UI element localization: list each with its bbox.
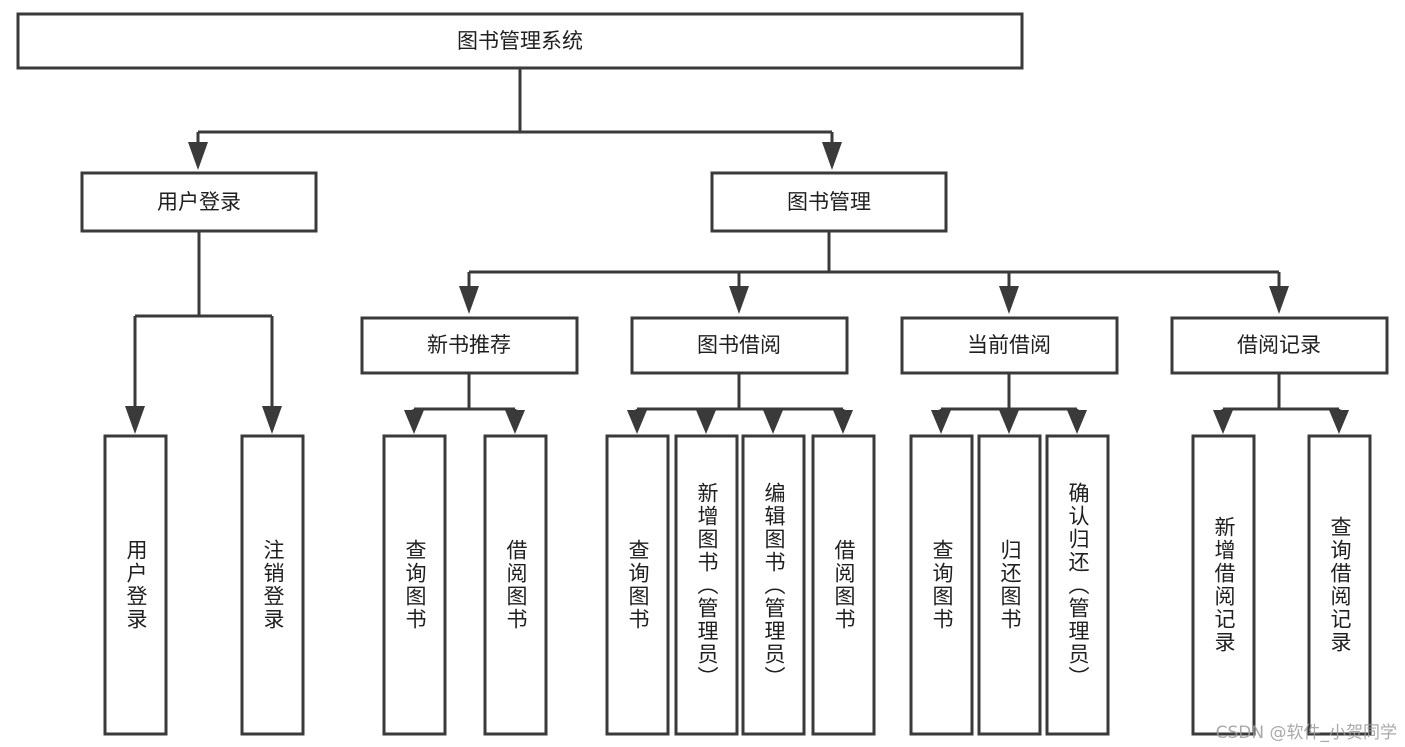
leaf-box-borrow-book-2[interactable] — [811, 434, 876, 736]
node-book-borrow-label: 图书借阅 — [697, 333, 781, 357]
arrow-to-leaf-add-record — [1213, 410, 1233, 434]
node-user-login-label: 用户登录 — [157, 190, 241, 214]
node-new-book-recommend-label: 新书推荐 — [427, 333, 511, 357]
arrow-to-leaf-borrow-book-2 — [833, 410, 853, 434]
node-new-book-recommend-box[interactable] — [360, 316, 579, 375]
node-root-box[interactable] — [16, 12, 1024, 70]
arrow-to-book-manage — [822, 142, 842, 170]
node-root-label: 图书管理系统 — [457, 29, 583, 53]
node-new-book-recommend[interactable]: 新书推荐 — [360, 316, 579, 375]
connector-current-borrow-to-leaves — [931, 373, 1087, 434]
arrow-to-book-borrow — [729, 286, 749, 314]
watermark-text: CSDN @软件_小贺同学 — [1215, 723, 1397, 743]
node-current-borrow[interactable]: 当前借阅 — [900, 316, 1119, 375]
arrow-to-leaf-borrow-book-1 — [505, 410, 525, 434]
node-current-borrow-label: 当前借阅 — [967, 333, 1051, 357]
connector-borrow-record-to-leaves — [1213, 373, 1349, 434]
leaf-box-query-book-1[interactable] — [382, 434, 447, 736]
arrow-to-current-borrow — [999, 286, 1019, 314]
connector-root-to-level2 — [188, 68, 842, 170]
arrow-to-borrow-record — [1269, 286, 1289, 314]
node-book-manage-label: 图书管理 — [787, 190, 871, 214]
connector-user-login-to-leaves — [125, 231, 282, 434]
leaf-box-return-book[interactable] — [977, 434, 1042, 736]
leaf-box-query-book-2[interactable] — [605, 434, 670, 736]
arrow-to-leaf-edit-book — [763, 410, 783, 434]
leaf-box-query-book-3[interactable] — [909, 434, 974, 736]
node-book-borrow[interactable]: 图书借阅 — [630, 316, 849, 375]
arrow-to-leaf-confirm-return — [1067, 410, 1087, 434]
arrow-to-leaf-query-record — [1329, 410, 1349, 434]
arrow-to-user-login — [188, 142, 208, 170]
leaf-box-edit-book[interactable] — [741, 434, 806, 736]
node-current-borrow-box[interactable] — [900, 316, 1119, 375]
leaf-box-borrow-book-1[interactable] — [483, 434, 548, 736]
node-user-login[interactable]: 用户登录 — [80, 171, 318, 233]
arrow-to-leaf-return-book — [999, 410, 1019, 434]
leaf-box-add-book[interactable] — [674, 434, 739, 736]
leaf-box-add-record[interactable] — [1191, 434, 1256, 736]
arrow-to-leaf-query-book-2 — [627, 410, 647, 434]
arrow-to-leaf-user-login — [125, 406, 145, 434]
connector-new-book-recommend-to-leaves — [404, 373, 525, 434]
node-root[interactable]: 图书管理系统 — [16, 12, 1024, 70]
leaf-box-user-login[interactable] — [103, 434, 168, 736]
connector-book-manage-to-level3 — [459, 231, 1289, 314]
arrow-to-new-book-recommend — [459, 286, 479, 314]
connector-book-borrow-to-leaves — [627, 373, 853, 434]
arrow-to-leaf-query-book-3 — [931, 410, 951, 434]
arrow-to-leaf-logout — [262, 406, 282, 434]
node-borrow-record[interactable]: 借阅记录 — [1170, 316, 1389, 375]
leaf-box-query-record[interactable] — [1307, 434, 1372, 736]
node-user-login-box[interactable] — [80, 171, 318, 233]
node-borrow-record-label: 借阅记录 — [1237, 333, 1321, 357]
node-book-manage[interactable]: 图书管理 — [710, 171, 948, 233]
leaf-box-logout[interactable] — [240, 434, 305, 736]
arrow-to-leaf-add-book — [696, 410, 716, 434]
leaf-box-confirm-return[interactable] — [1045, 434, 1110, 736]
arrow-to-leaf-query-book-1 — [404, 410, 424, 434]
